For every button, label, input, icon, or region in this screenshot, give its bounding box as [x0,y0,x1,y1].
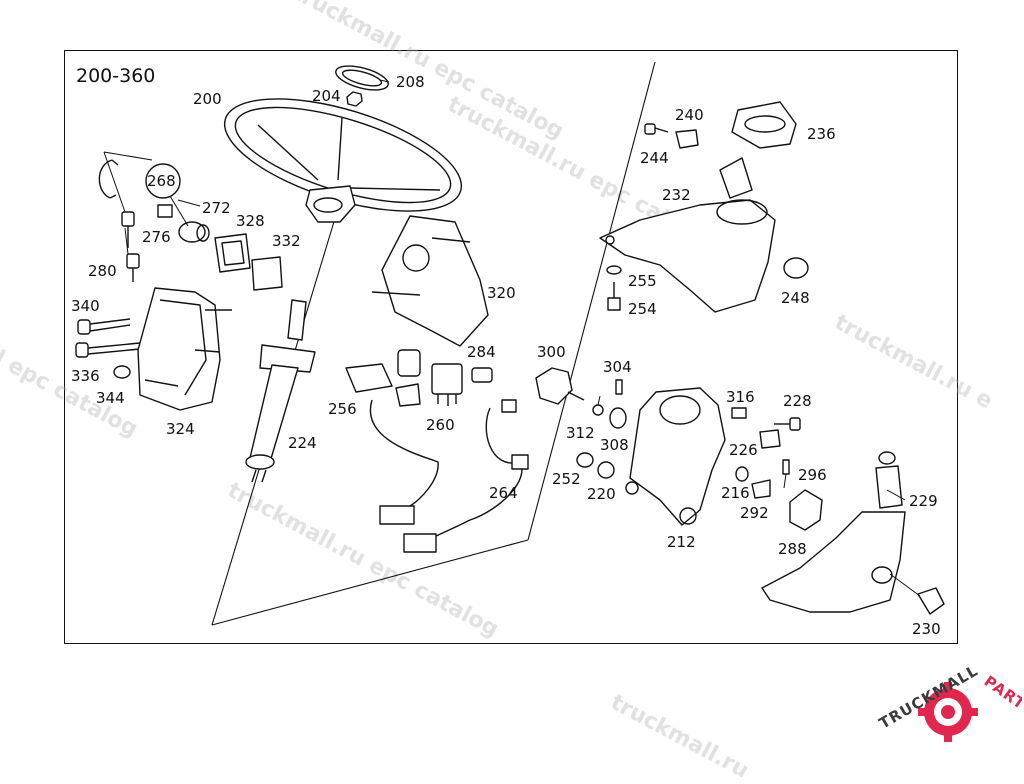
callout-label: 264 [489,484,518,502]
callout-label: 230 [912,620,941,638]
gear-icon [918,682,978,742]
cover-plate[interactable] [251,256,283,291]
callout-label: 244 [640,149,669,167]
diagram-frame [64,50,958,644]
callout-label: 260 [426,416,455,434]
adjust-knob[interactable] [789,489,823,531]
callout-label: 216 [721,484,750,502]
ring-cover[interactable] [731,101,797,149]
callout-label: 320 [487,284,516,302]
callout-label: 208 [396,73,425,91]
callout-label: 316 [726,388,755,406]
diagram-reference: 200-360 [76,65,155,87]
callout-label: 268 [147,172,176,190]
steering-column[interactable] [245,299,316,483]
washer[interactable] [592,379,627,429]
end-cap[interactable] [889,573,945,615]
callout-label: 236 [807,125,836,143]
callout-label: 276 [142,228,171,246]
truckmall-parts-logo: TRUCKMALL PARTS [876,662,1022,742]
clamp-plate[interactable] [759,429,781,449]
callout-label: 204 [312,87,341,105]
retaining-ring[interactable] [98,159,119,199]
screw[interactable] [731,407,801,431]
callout-label: 232 [662,186,691,204]
upper-bracket[interactable] [599,157,776,313]
small-plug[interactable] [576,452,615,479]
callout-label: 228 [783,392,812,410]
rubber-cap[interactable] [783,257,809,279]
callout-label: 332 [272,232,301,250]
callout-label: 324 [166,420,195,438]
grommet[interactable] [735,459,790,499]
callout-label: 272 [202,199,231,217]
callout-label: 300 [537,343,566,361]
callout-label: 224 [288,434,317,452]
callout-label: 240 [675,106,704,124]
switch-panel[interactable] [371,215,489,347]
bolt-and-nut[interactable] [606,265,622,311]
nut[interactable] [346,91,363,107]
lock-housing[interactable] [137,287,232,411]
callout-label: 304 [603,358,632,376]
key[interactable] [121,211,140,282]
callout-label: 212 [667,533,696,551]
callout-label: 312 [566,424,595,442]
callout-label: 254 [628,300,657,318]
callout-label: 229 [909,492,938,510]
callout-label: 248 [781,289,810,307]
callout-label: 288 [778,540,807,558]
callout-label: 255 [628,272,657,290]
clip[interactable] [644,123,699,149]
gasket[interactable] [214,233,251,273]
callout-label: 344 [96,389,125,407]
callout-label: 226 [729,441,758,459]
wiring-harness[interactable] [369,399,529,553]
lower-bracket[interactable] [761,451,906,613]
logo-text: PARTS [981,672,1022,720]
relay[interactable] [431,363,463,406]
callout-label: 336 [71,367,100,385]
horn-pad[interactable] [333,61,390,94]
leader-lines [103,79,906,501]
callout-label: 292 [740,504,769,522]
callout-label: 284 [467,343,496,361]
plug[interactable] [471,367,493,383]
parts-diagram: 200-360 [71,61,945,638]
callout-label: 220 [587,485,616,503]
callout-label: 200 [193,90,222,108]
lever-knob[interactable] [535,367,585,405]
callout-label: 280 [88,262,117,280]
callout-label: 308 [600,436,629,454]
steering-wheel[interactable] [212,76,474,234]
combination-switch[interactable] [345,349,421,407]
callout-label: 256 [328,400,357,418]
callout-label: 328 [236,212,265,230]
callout-label: 296 [798,466,827,484]
callout-labels: 200 204 208 268 272 276 328 332 280 340 … [71,73,941,638]
bolts[interactable] [75,318,141,379]
callout-label: 252 [552,470,581,488]
key-cylinder-parts[interactable] [145,163,210,243]
callout-label: 340 [71,297,100,315]
mounting-bracket[interactable] [625,387,726,526]
